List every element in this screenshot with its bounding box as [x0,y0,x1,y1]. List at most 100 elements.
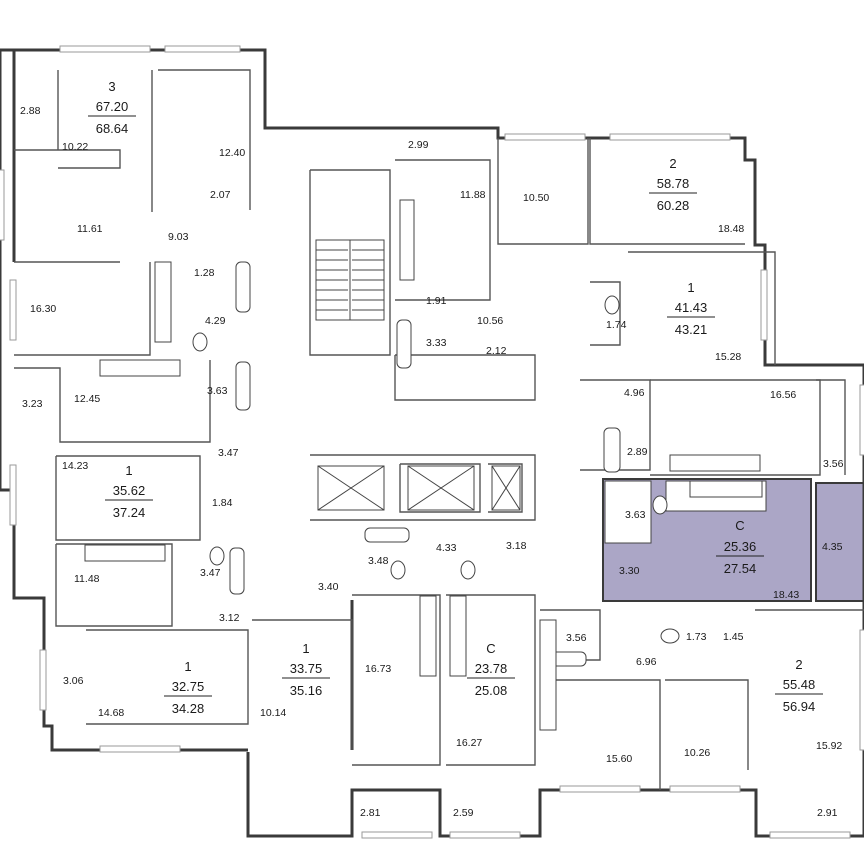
svg-text:25.36: 25.36 [724,539,757,554]
room-area: 1.28 [194,267,215,279]
room-area: 3.48 [368,555,389,567]
room-area: 2.99 [408,139,429,151]
svg-text:32.75: 32.75 [172,679,205,694]
room-area: 16.73 [365,663,391,675]
svg-text:41.43: 41.43 [675,300,708,315]
svg-text:2: 2 [669,156,676,171]
room-area: 2.89 [627,446,648,458]
unit-labels: 3 67.20 68.64 2 58.78 60.28 1 41.43 43.2… [88,79,823,716]
room-area: 18.43 [773,589,799,601]
room-area: 9.03 [168,231,189,243]
unit-label[interactable]: C 25.36 27.54 [716,518,764,576]
svg-text:23.78: 23.78 [475,661,508,676]
svg-text:58.78: 58.78 [657,176,690,191]
svg-text:27.54: 27.54 [724,561,757,576]
room-area: 2.07 [210,189,231,201]
svg-text:C: C [735,518,744,533]
svg-text:35.62: 35.62 [113,483,146,498]
svg-text:43.21: 43.21 [675,322,708,337]
room-area: 3.06 [63,675,84,687]
room-area: 3.18 [506,540,527,552]
svg-text:34.28: 34.28 [172,701,205,716]
svg-text:C: C [486,641,495,656]
unit-label[interactable]: 1 41.43 43.21 [667,280,715,337]
room-area: 16.30 [30,303,56,315]
room-area: 1.91 [426,295,447,307]
room-area: 3.12 [219,612,240,624]
room-area: 6.96 [636,656,657,668]
room-area: 15.92 [816,740,842,752]
outer-walls [0,48,864,838]
interior-walls [14,69,864,790]
svg-text:56.94: 56.94 [783,699,816,714]
room-area: 1.84 [212,497,233,509]
room-area: 3.56 [566,632,587,644]
room-area: 2.91 [817,807,838,819]
room-area: 4.35 [822,541,843,553]
svg-text:3: 3 [108,79,115,94]
svg-text:33.75: 33.75 [290,661,323,676]
unit-label[interactable]: 3 67.20 68.64 [88,79,136,136]
room-area: 4.29 [205,315,226,327]
room-area: 3.33 [426,337,447,349]
bathroom-fixtures [84,199,763,731]
elevators [317,465,521,511]
room-area: 3.63 [625,509,646,521]
room-area: 3.47 [218,447,239,459]
room-area: 2.59 [453,807,474,819]
staircase [315,239,385,321]
room-area: 10.56 [477,315,503,327]
unit-label[interactable]: 1 33.75 35.16 [282,641,330,698]
room-area: 10.50 [523,192,549,204]
svg-text:60.28: 60.28 [657,198,690,213]
room-area: 15.28 [715,351,741,363]
room-area: 12.40 [219,147,245,159]
room-area: 1.73 [686,631,707,643]
svg-text:25.08: 25.08 [475,683,508,698]
unit-label[interactable]: 1 35.62 37.24 [105,463,153,520]
room-area: 2.12 [486,345,507,357]
room-area: 14.68 [98,707,124,719]
unit-label[interactable]: 2 58.78 60.28 [649,156,697,213]
room-area: 11.48 [74,573,100,585]
room-area: 16.27 [456,737,482,749]
room-area: 10.22 [62,141,88,153]
room-area: 10.14 [260,707,286,719]
room-area: 3.40 [318,581,339,593]
room-area: 12.45 [74,393,100,405]
room-area: 11.88 [460,189,486,201]
svg-text:35.16: 35.16 [290,683,323,698]
room-area: 18.48 [718,223,744,235]
room-area: 2.81 [360,807,381,819]
room-area: 10.26 [684,747,710,759]
unit-label[interactable]: 2 55.48 56.94 [775,657,823,714]
room-area: 3.47 [200,567,221,579]
unit-label[interactable]: 1 32.75 34.28 [164,659,212,716]
svg-text:37.24: 37.24 [113,505,146,520]
room-area: 16.56 [770,389,796,401]
room-area: 3.30 [619,565,640,577]
svg-text:55.48: 55.48 [783,677,816,692]
room-area: 3.56 [823,458,844,470]
svg-text:1: 1 [302,641,309,656]
room-area: 15.60 [606,753,632,765]
room-area: 3.63 [207,385,228,397]
room-area: 4.33 [436,542,457,554]
room-area: 14.23 [62,460,88,472]
room-area: 3.23 [22,398,43,410]
svg-text:68.64: 68.64 [96,121,129,136]
unit-label[interactable]: C 23.78 25.08 [467,641,515,698]
windows [0,45,864,839]
svg-text:67.20: 67.20 [96,99,129,114]
room-area: 1.74 [606,319,627,331]
svg-text:1: 1 [184,659,191,674]
svg-text:1: 1 [125,463,132,478]
svg-text:1: 1 [687,280,694,295]
room-area: 11.61 [77,223,103,235]
room-area-labels: 2.88 10.22 12.40 2.07 11.61 9.03 1.28 16… [20,105,844,819]
svg-text:2: 2 [795,657,802,672]
room-area: 4.96 [624,387,645,399]
room-area: 1.45 [723,631,744,643]
room-area: 2.88 [20,105,41,117]
